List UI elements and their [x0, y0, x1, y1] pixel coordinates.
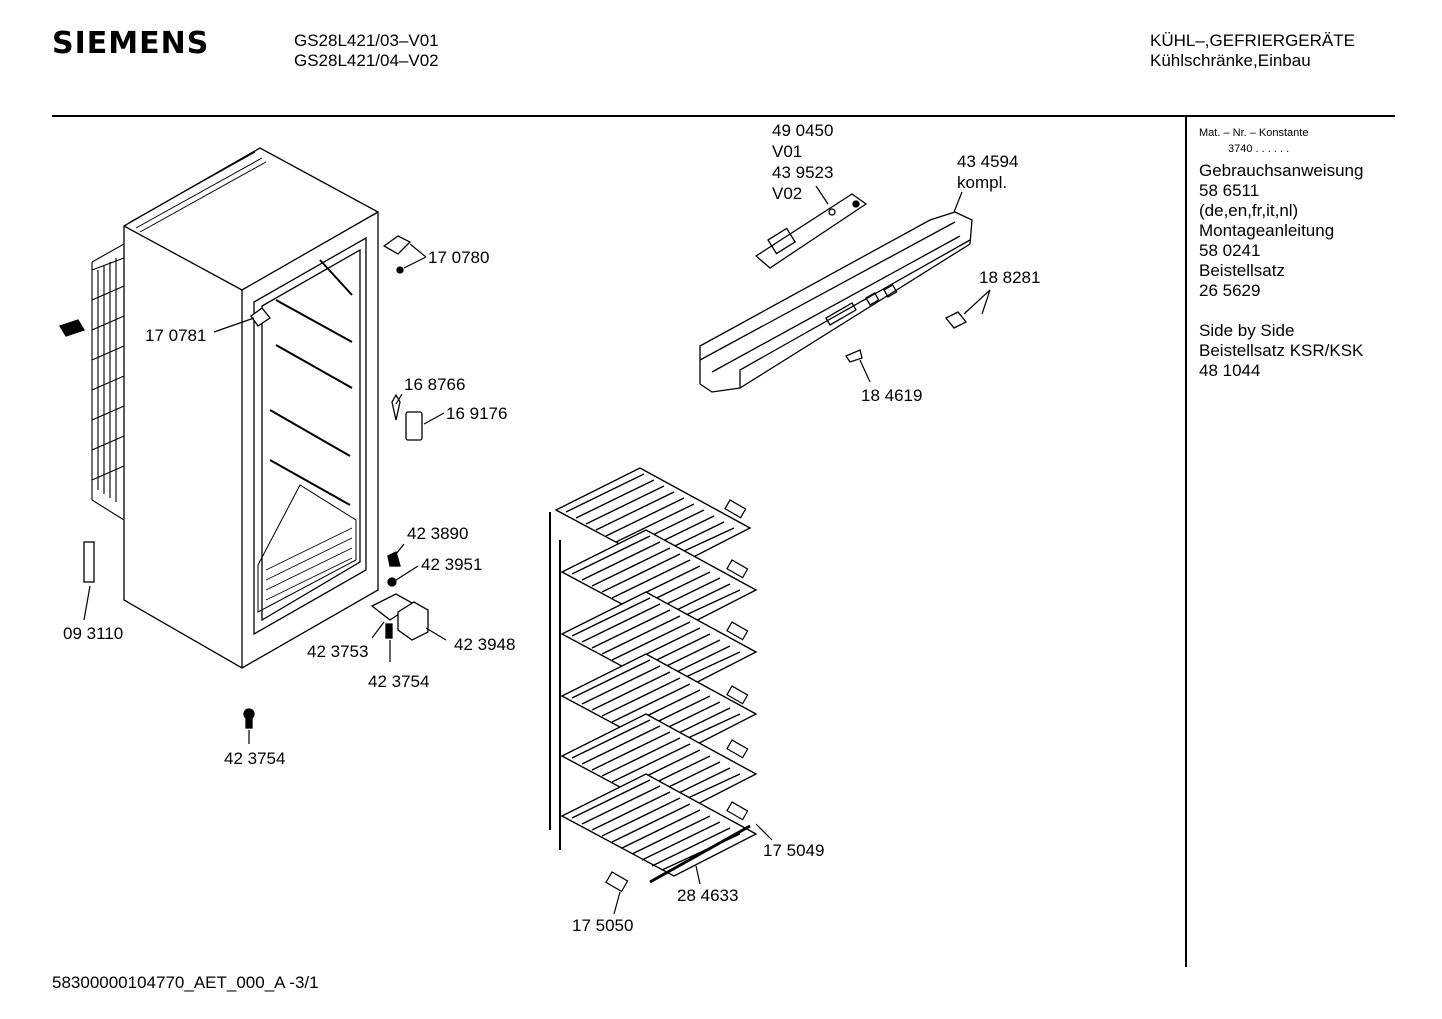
sidebar-line: 26 5629: [1199, 281, 1261, 300]
category-title: KÜHL–,GEFRIERGERÄTE: [1150, 31, 1355, 50]
mat-nr-label: Mat. – Nr. – Konstante: [1199, 127, 1309, 139]
header-divider: [52, 115, 1395, 117]
cabinet-drawing: [91, 147, 379, 669]
sidebar-line: 58 6511: [1199, 181, 1260, 200]
part-label-284633: 28 4633: [677, 886, 739, 905]
sidebar-line: Gebrauchsanweisung: [1199, 161, 1364, 180]
part-label-423754: 42 3754: [368, 672, 430, 691]
sidebar-line: 48 1044: [1199, 361, 1261, 380]
brand-logo: SIEMENS: [52, 26, 210, 61]
part-label-423951: 42 3951: [421, 555, 483, 574]
document-code: 58300000104770_AET_000_A -3/1: [52, 973, 319, 992]
part-label-423754: 42 3754: [224, 749, 286, 768]
sidebar-line: Beistellsatz KSR/KSK: [1199, 341, 1364, 360]
sidebar-line: 58 0241: [1199, 241, 1261, 260]
category-subtitle: Kühlschränke,Einbau: [1150, 51, 1311, 70]
part-label-423890: 42 3890: [407, 524, 469, 543]
hinge-parts: [59, 235, 429, 729]
part-note-kompl: kompl.: [957, 173, 1008, 192]
part-label-169176: 16 9176: [446, 404, 508, 423]
part-label-175049: 17 5049: [763, 841, 825, 860]
part-label-188281: 18 8281: [979, 268, 1041, 287]
part-label-423753: 42 3753: [307, 642, 369, 661]
leader-lines: [83, 185, 991, 915]
model-number-1: GS28L421/03–V01: [294, 31, 439, 50]
part-label-434594: 43 4594: [957, 152, 1019, 171]
model-number-2: GS28L421/04–V02: [294, 51, 439, 70]
part-label-423948: 42 3948: [454, 635, 516, 654]
part-label-168766: 16 8766: [404, 375, 466, 394]
part-label-490450: 49 0450: [772, 121, 834, 140]
wire-shelf-rack: [549, 467, 757, 893]
variant-label-v02: V02: [772, 184, 803, 203]
sidebar-divider: [1185, 117, 1187, 967]
sidebar-line: Side by Side: [1199, 321, 1295, 340]
mat-nr-value: 3740 . . . . . .: [1228, 143, 1290, 155]
part-label-439523: 43 9523: [772, 163, 834, 182]
part-label-093110: 09 3110: [63, 624, 124, 643]
part-label-184619: 18 4619: [861, 386, 923, 405]
part-label-175050: 17 5050: [572, 916, 634, 935]
sidebar-line: (de,en,fr,it,nl): [1199, 201, 1299, 220]
control-panel-drawing: [699, 193, 973, 393]
part-label-170780: 17 0780: [428, 248, 490, 267]
part-label-170781: 17 0781: [145, 326, 207, 345]
sidebar-line: Beistellsatz: [1199, 261, 1285, 280]
sidebar-line: Montageanleitung: [1199, 221, 1335, 240]
variant-label-v01: V01: [772, 142, 803, 161]
